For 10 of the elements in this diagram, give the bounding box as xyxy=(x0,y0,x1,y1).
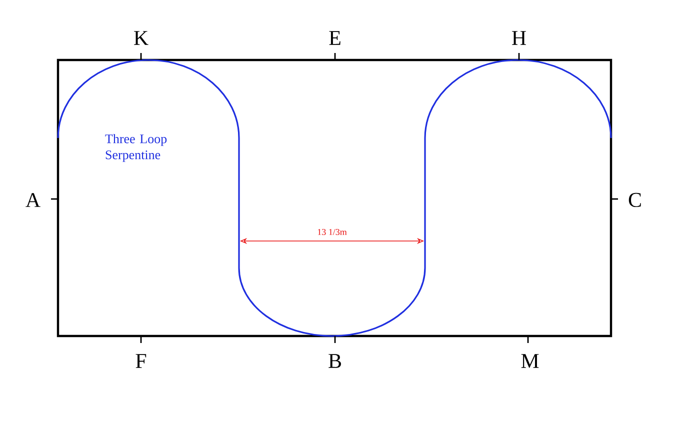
dimension-label: 13 1/3m xyxy=(318,228,347,236)
arena-letter: E xyxy=(329,31,340,45)
arena-letter: M xyxy=(521,354,539,368)
arena-letter: A xyxy=(26,193,40,207)
arena-letter: F xyxy=(136,354,146,368)
arena-letter: K xyxy=(134,31,148,45)
arena-letter: B xyxy=(328,354,341,368)
path-title: Three Loop Serpentine xyxy=(105,134,167,162)
arena-letter: H xyxy=(512,31,526,45)
arena-letter: C xyxy=(628,192,641,208)
